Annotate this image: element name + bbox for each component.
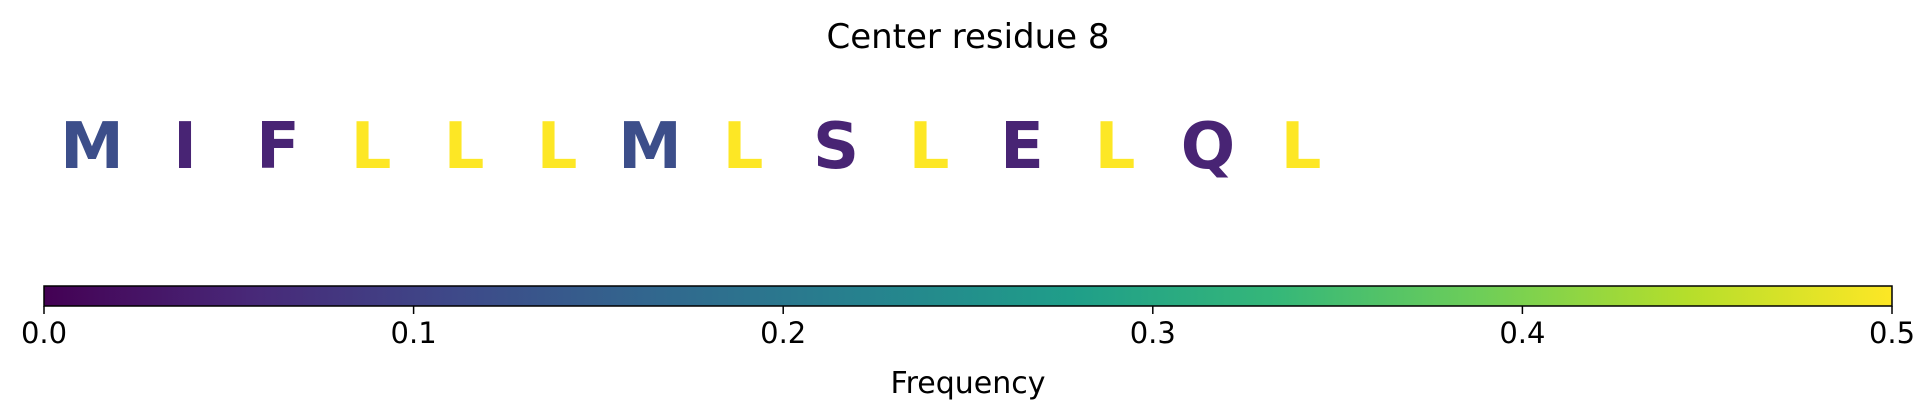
colorbar-gradient bbox=[43, 285, 1893, 307]
residue-letter: L bbox=[444, 110, 485, 184]
residue-letter: Q bbox=[1181, 110, 1235, 184]
residue-letter: L bbox=[1281, 110, 1322, 184]
colorbar-tick-label: 0.4 bbox=[1499, 316, 1545, 350]
residue-letter: L bbox=[351, 110, 392, 184]
colorbar-tick-label: 0.1 bbox=[391, 316, 437, 350]
chart-title: Center residue 8 bbox=[826, 17, 1109, 57]
colorbar-tick-label: 0.5 bbox=[1869, 316, 1915, 350]
colorbar-tick-label: 0.0 bbox=[21, 316, 67, 350]
residue-letter: L bbox=[723, 110, 764, 184]
colorbar-ticks: 0.0 0.1 0.2 0.3 0.4 0.5 bbox=[21, 306, 1915, 350]
residue-letter: I bbox=[173, 110, 197, 184]
residue-letter: L bbox=[909, 110, 950, 184]
residue-letter: E bbox=[1000, 110, 1044, 184]
residue-letter: L bbox=[1095, 110, 1136, 184]
colorbar-label: Frequency bbox=[891, 366, 1046, 401]
residue-letter: S bbox=[813, 110, 859, 184]
colorbar-tick-label: 0.3 bbox=[1130, 316, 1176, 350]
residue-letter: L bbox=[537, 110, 578, 184]
colorbar: 0.0 0.1 0.2 0.3 0.4 0.5 bbox=[21, 285, 1915, 350]
residue-letter: F bbox=[256, 110, 300, 184]
residue-letter: M bbox=[60, 110, 124, 184]
colorbar-tick-label: 0.2 bbox=[760, 316, 806, 350]
residue-letter: M bbox=[618, 110, 682, 184]
